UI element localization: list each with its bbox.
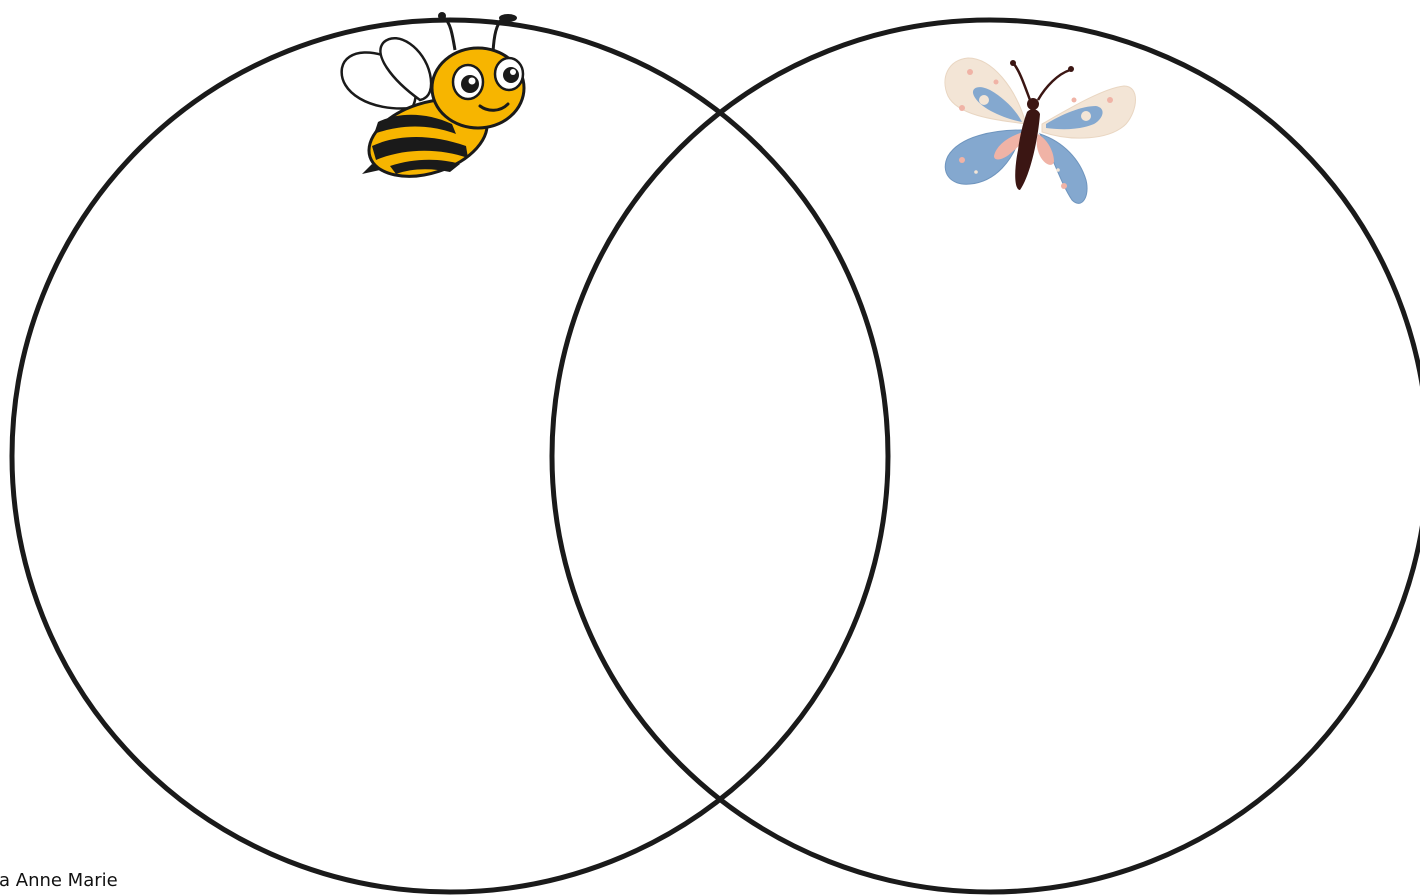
butterfly-icon (945, 58, 1136, 203)
author-credit: a Anne Marie (0, 869, 118, 893)
bee-icon (342, 12, 524, 190)
